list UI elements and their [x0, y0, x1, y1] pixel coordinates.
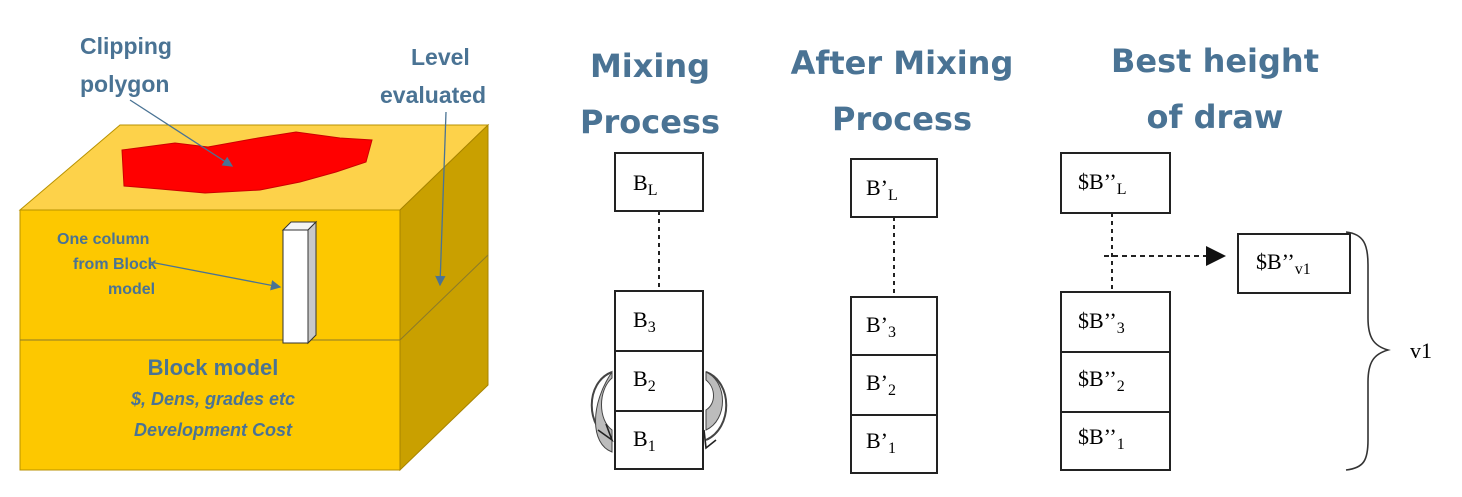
clipping-label-line1: Clipping: [80, 33, 172, 59]
mixing-title-line2: Process: [580, 103, 720, 141]
v1-brace-label: v1: [1410, 338, 1432, 363]
best-box-1: [1060, 411, 1171, 471]
mixing-swap-arrow-right: [705, 371, 728, 441]
best-box-top: [1060, 152, 1171, 214]
best-box-2: [1060, 351, 1171, 413]
after-box-top: [850, 158, 938, 218]
block-model-attributes: $, Dens, grades etc: [130, 389, 295, 409]
after-box-1: [850, 414, 938, 474]
mixing-box-top-label: BL: [633, 170, 657, 199]
block-model-title: Block model: [148, 355, 279, 380]
best-box-1-label: $B’’1: [1078, 424, 1125, 453]
clipping-pointer: [129, 99, 234, 167]
block-model-cost: Development Cost: [134, 420, 293, 440]
best-box-3-label: $B’’3: [1078, 308, 1125, 337]
v1-brace: [1345, 231, 1391, 471]
column-pointer: [149, 261, 282, 291]
mixing-box-3-label: B3: [633, 307, 656, 336]
after-title-line1: After Mixing: [791, 44, 1014, 82]
after-box-3-label: B’3: [866, 312, 896, 341]
block-model-figure: Clipping polygon Level evaluated One col…: [18, 33, 490, 472]
after-mixing-group: After Mixing Process B’L B’3 B’2 B’1: [791, 44, 1014, 474]
best-box-side-label: $B’’v1: [1256, 249, 1311, 278]
best-box-2-label: $B’’2: [1078, 366, 1125, 395]
column-label-line3: model: [108, 281, 155, 298]
after-box-3: [850, 296, 938, 356]
clipping-polygon: [121, 131, 373, 194]
best-box-side: [1237, 233, 1351, 294]
after-title-line2: Process: [832, 100, 972, 138]
level-pointer: [435, 111, 447, 287]
mixing-box-1-label: B1: [633, 426, 656, 455]
mixing-box-2: [614, 350, 704, 412]
best-title-line2: of draw: [1147, 98, 1284, 136]
mixing-process-group: Mixing Process BL B3 B2 B1: [580, 47, 728, 470]
mixing-box-3: [614, 290, 704, 352]
column-label-line1: One column: [57, 231, 149, 248]
mixing-box-1: [614, 410, 704, 470]
best-title-line1: Best height: [1111, 42, 1319, 80]
clipping-label-line2: polygon: [80, 71, 169, 97]
mixing-box-2-label: B2: [633, 366, 656, 395]
mixing-box-top: [614, 152, 704, 212]
after-box-top-label: B’L: [866, 175, 898, 204]
after-box-2-label: B’2: [866, 370, 896, 399]
best-box-top-label: $B’’L: [1078, 169, 1126, 198]
block-column: [281, 220, 318, 345]
after-box-1-label: B’1: [866, 428, 896, 457]
level-line-side: [399, 254, 489, 341]
mixing-title-line1: Mixing: [590, 47, 710, 85]
column-label-line2: from Block: [73, 256, 157, 273]
level-label-line2: evaluated: [380, 82, 486, 108]
best-height-group: Best height of draw $B’’L $B’’v1 $B’’3 $…: [1060, 42, 1432, 471]
level-label-line1: Level: [411, 44, 470, 70]
